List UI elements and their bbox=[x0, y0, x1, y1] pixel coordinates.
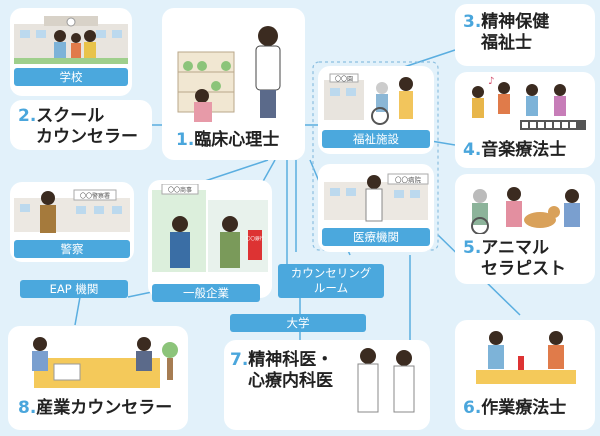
svg-text:〇〇園: 〇〇園 bbox=[335, 76, 353, 83]
place-medical: 医療機関 bbox=[322, 228, 430, 246]
node-2-label: 2.スクール カウンセラー bbox=[18, 106, 138, 147]
node-8-label: 8.産業カウンセラー bbox=[18, 398, 173, 418]
place-police: 警察 bbox=[14, 240, 130, 258]
node-5-label: 5.アニマル セラピスト bbox=[463, 238, 566, 279]
place-university: 大学 bbox=[230, 314, 366, 332]
music-illustration: ♪ bbox=[472, 76, 586, 130]
node-6-label: 6.作業療法士 bbox=[463, 398, 567, 418]
svg-text:〇〇病院: 〇〇病院 bbox=[395, 175, 422, 184]
place-school: 学校 bbox=[14, 68, 128, 86]
place-welfare: 福祉施設 bbox=[322, 130, 430, 148]
animal-illustration bbox=[471, 187, 580, 234]
svg-text:〇〇警察署: 〇〇警察署 bbox=[80, 192, 110, 200]
doctors-illustration bbox=[357, 348, 415, 413]
welfare-illustration: 〇〇園 bbox=[324, 73, 413, 125]
meeting-illustration bbox=[32, 337, 178, 388]
occupational-illustration bbox=[476, 331, 576, 384]
police-illustration: 〇〇警察署 bbox=[14, 189, 130, 233]
counselor-illustration bbox=[177, 26, 281, 122]
place-company: 一般企業 bbox=[152, 284, 260, 302]
office-illustration: 〇〇商事 〇〇銀行 bbox=[152, 184, 268, 272]
node-2-card bbox=[10, 100, 152, 150]
node-3-label: 3.精神保健 福祉士 bbox=[463, 12, 550, 53]
school-illustration bbox=[14, 16, 128, 64]
node-3-card bbox=[455, 4, 595, 66]
svg-text:♪: ♪ bbox=[488, 76, 494, 87]
svg-text:〇〇銀行: 〇〇銀行 bbox=[246, 235, 264, 242]
hospital-illustration: 〇〇病院 bbox=[324, 173, 429, 222]
svg-text:〇〇商事: 〇〇商事 bbox=[168, 186, 192, 194]
node-4-label: 4.音楽療法士 bbox=[463, 140, 567, 160]
node-7-label: 7.精神科医・ 心療内科医 bbox=[230, 350, 334, 391]
place-counseling-room: カウンセリングルーム bbox=[278, 264, 384, 298]
place-eap: EAP 機関 bbox=[20, 280, 128, 298]
node-1-label: 1.臨床心理士 bbox=[176, 130, 280, 150]
